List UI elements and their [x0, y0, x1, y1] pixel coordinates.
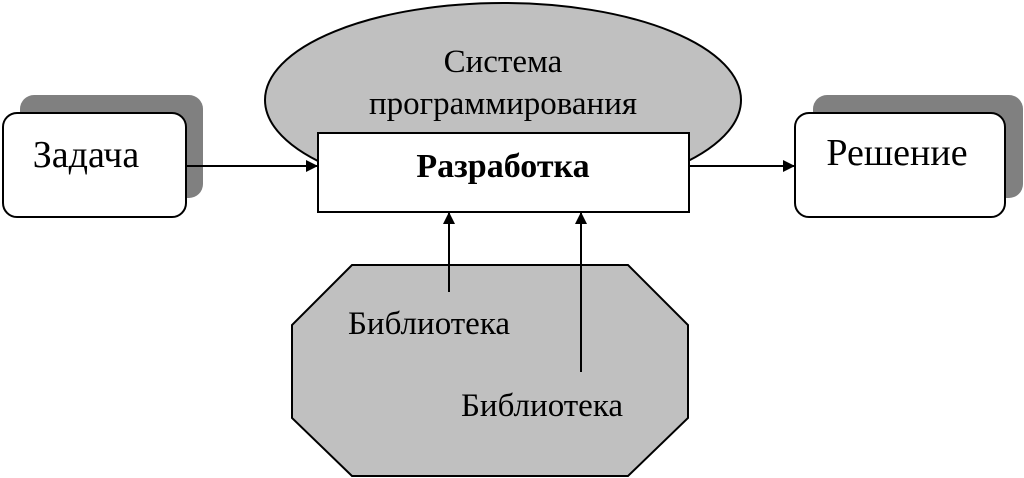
development-box	[317, 132, 690, 213]
library-label-1: Библиотека	[348, 306, 510, 342]
programming-system-label-line2: программирования	[369, 86, 637, 122]
library-octagon	[291, 264, 689, 477]
library-label-2: Библиотека	[461, 388, 623, 424]
programming-system-label-line1: Система	[444, 44, 563, 80]
solution-box	[794, 112, 1006, 218]
task-label: Задача	[33, 134, 140, 176]
development-label: Разработка	[416, 148, 589, 185]
solution-label: Решение	[826, 132, 967, 174]
